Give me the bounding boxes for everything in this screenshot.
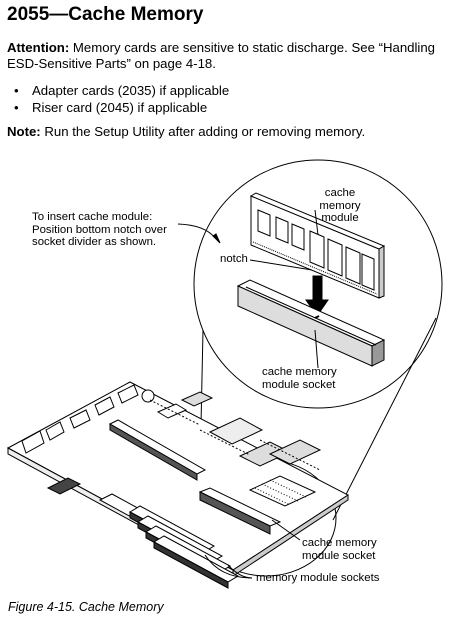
system-board	[6, 381, 349, 589]
leader-line	[177, 223, 216, 239]
cache-module-label: cache memory module	[300, 187, 380, 225]
insert-instruction: To insert cache module: Position bottom …	[32, 211, 167, 249]
socket-board-label: cache memory module socket	[302, 537, 377, 562]
socket-detail-label: cache memory module socket	[262, 366, 337, 391]
attention-text-line2: ESD-Sensitive Parts” on page 4-18.	[7, 56, 216, 71]
memory-sockets-label: memory module sockets	[256, 572, 380, 584]
note-label: Note:	[7, 124, 41, 139]
label-line: module socket	[302, 549, 376, 562]
instruction-line: socket divider as shown.	[32, 236, 157, 248]
detail-magnifier-circle	[193, 159, 443, 409]
instruction-line: Position bottom notch over	[32, 223, 167, 236]
page-title: 2055—Cache Memory	[7, 4, 204, 25]
leader-line	[314, 209, 319, 236]
figure-caption: Figure 4-15. Cache Memory	[8, 600, 164, 614]
note-text: Run the Setup Utility after adding or re…	[40, 124, 366, 139]
leader-line	[271, 519, 301, 541]
leader-line	[314, 329, 319, 369]
label-line: memory module	[319, 199, 361, 225]
attention-label: Attention:	[7, 40, 70, 55]
insert-arrow-icon	[305, 275, 329, 317]
cache-memory-module	[249, 192, 386, 299]
label-line: module socket	[262, 378, 336, 391]
requirements-list: Adapter cards (2035) if applicable Riser…	[14, 82, 229, 116]
leader-line	[249, 259, 313, 271]
list-item: Adapter cards (2035) if applicable	[14, 82, 229, 99]
label-line: cache memory	[302, 537, 377, 549]
leader-line	[227, 564, 253, 579]
attention-paragraph: Attention: Memory cards are sensitive to…	[7, 40, 435, 72]
cache-socket-detail	[236, 279, 386, 367]
label-line: cache memory	[262, 366, 337, 378]
label-line: cache	[324, 187, 356, 199]
note-paragraph: Note: Run the Setup Utility after adding…	[7, 124, 365, 140]
list-item: Riser card (2045) if applicable	[14, 99, 229, 116]
zoom-connector-line	[332, 317, 437, 521]
attention-text-line1: Memory cards are sensitive to static dis…	[69, 40, 436, 55]
instruction-line: To insert cache module:	[32, 211, 153, 223]
notch-label: notch	[220, 253, 248, 265]
